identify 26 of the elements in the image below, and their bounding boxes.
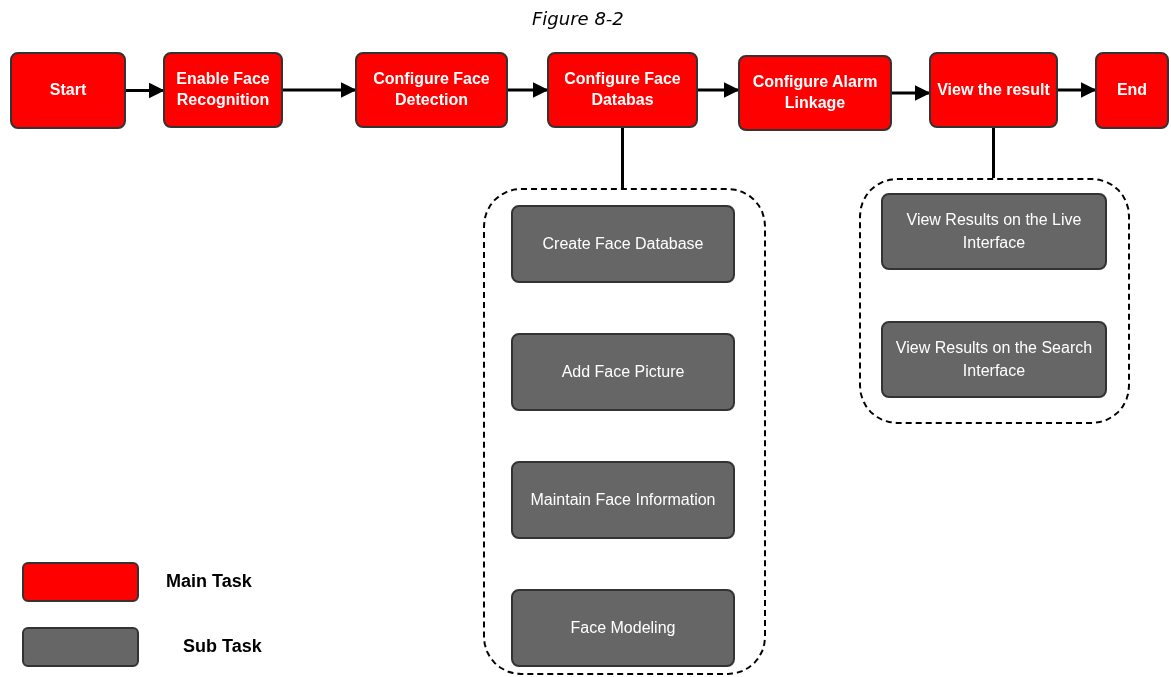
- arrow: [698, 82, 740, 98]
- main-task-box: Configure Face Databas: [547, 52, 698, 128]
- main-task-box: Enable Face Recognition: [163, 52, 283, 128]
- connector-line: [992, 128, 995, 178]
- sub-task-box: View Results on the Search Interface: [881, 321, 1107, 398]
- main-task-box: Configure Alarm Linkage: [738, 55, 892, 131]
- arrow: [126, 82, 165, 99]
- main-task-box: Configure Face Detection: [355, 52, 508, 128]
- arrow: [508, 82, 549, 98]
- legend-label: Main Task: [166, 571, 252, 592]
- sub-task-box: View Results on the Live Interface: [881, 193, 1107, 270]
- arrow: [892, 85, 931, 101]
- sub-task-box: Maintain Face Information: [511, 461, 735, 539]
- sub-task-box: Create Face Database: [511, 205, 735, 283]
- connector-line: [621, 128, 624, 188]
- main-task-box: End: [1095, 52, 1169, 129]
- main-task-box: Start: [10, 52, 126, 129]
- sub-task-box: Add Face Picture: [511, 333, 735, 411]
- main-task-box: View the result: [929, 52, 1058, 128]
- arrow: [1058, 82, 1097, 98]
- arrow: [283, 82, 357, 98]
- figure-title: Figure 8-2: [532, 8, 624, 29]
- sub-task-box: Face Modeling: [511, 589, 735, 667]
- legend-label: Sub Task: [183, 636, 262, 657]
- dashed-group-frame: [859, 178, 1130, 424]
- dashed-group-frame: [483, 188, 766, 675]
